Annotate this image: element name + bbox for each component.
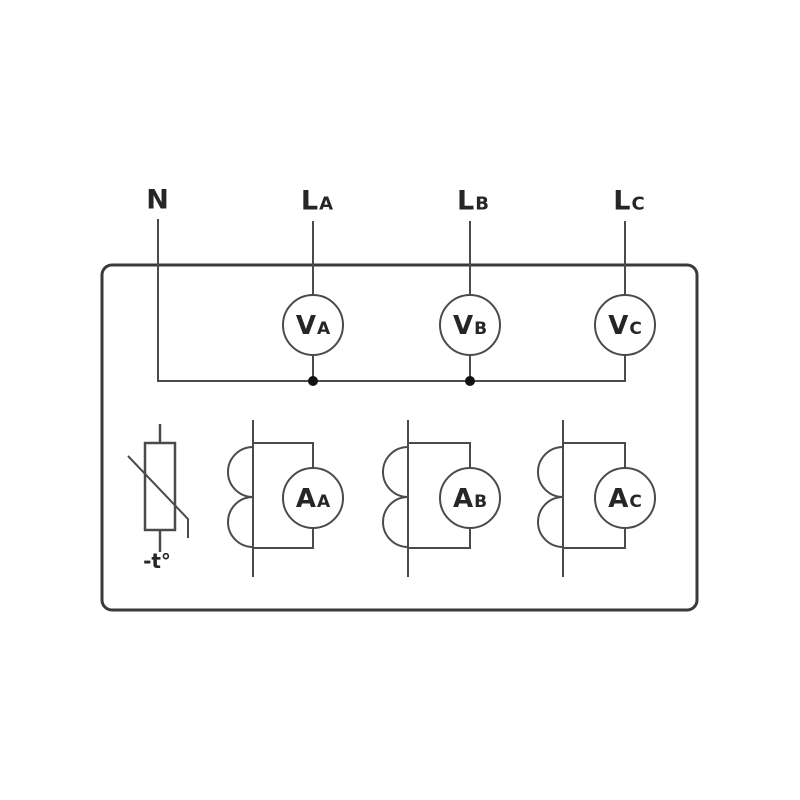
terminal-label-la-text: L — [300, 185, 319, 217]
ammeter-ab-circle — [439, 467, 501, 529]
terminal-label-n: N — [146, 187, 170, 214]
voltmeter-va-circle — [282, 294, 344, 356]
thermistor-body — [143, 441, 177, 532]
neutral-bus-line — [157, 219, 626, 382]
ct-loop-c — [563, 442, 626, 549]
current-transformer-b — [382, 420, 501, 577]
enclosure-group — [100, 263, 699, 612]
ammeter-aa-circle — [282, 467, 344, 529]
ct-coil-c — [537, 446, 564, 548]
junction-dot-b — [465, 376, 475, 386]
voltmeter-vb-circle — [439, 294, 501, 356]
junction-group — [308, 376, 475, 386]
ct-coil-a — [227, 446, 254, 548]
current-transformer-a — [227, 420, 344, 577]
wire-group — [127, 219, 656, 577]
ct-loop-a — [253, 442, 314, 549]
thermistor-symbol — [127, 424, 189, 552]
voltmeter-vc-circle — [594, 294, 656, 356]
current-transformer-c — [537, 420, 656, 577]
junction-dot-a — [308, 376, 318, 386]
thermistor-label: -t° — [143, 549, 171, 573]
ammeter-ac-circle — [594, 467, 656, 529]
thermistor-strike-line — [127, 455, 189, 538]
terminal-label-lc-text: L — [613, 185, 631, 217]
terminal-label-n-text: N — [146, 184, 169, 216]
terminal-label-lb-text: L — [457, 185, 475, 217]
ct-loop-b — [408, 442, 471, 549]
enclosure-box — [100, 263, 699, 612]
ct-coil-b — [382, 446, 409, 548]
